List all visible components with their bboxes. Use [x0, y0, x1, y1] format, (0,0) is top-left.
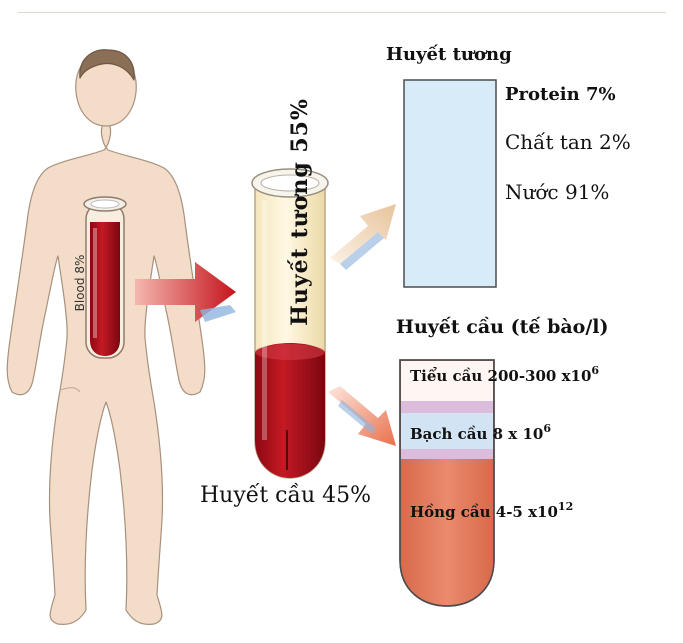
- tube-to-plasma-arrow: [330, 204, 396, 270]
- plasma-percent-label: Huyết tương 55%: [287, 98, 313, 326]
- cells-box: [400, 360, 494, 606]
- body-blood-tube: [84, 197, 126, 358]
- cells-title: Huyết cầu (tế bào/l): [396, 316, 608, 338]
- plasma-solutes: Chất tan 2%: [505, 130, 631, 154]
- platelets-label: Tiểu cầu 200-300 x106: [410, 367, 599, 385]
- leukocytes-label: Bạch cầu 8 x 106: [410, 425, 551, 443]
- plasma-title: Huyết tương: [386, 44, 512, 65]
- erythrocytes-label: Hồng cầu 4-5 x1012: [410, 503, 573, 521]
- plasma-water: Nước 91%: [505, 180, 609, 204]
- plasma-protein: Protein 7%: [505, 84, 616, 105]
- cells-percent-label: Huyết cầu 45%: [200, 483, 371, 508]
- plasma-box: [404, 80, 496, 287]
- blood-percent-label: Blood 8%: [73, 255, 87, 312]
- tube-to-cells-arrow: [328, 386, 396, 446]
